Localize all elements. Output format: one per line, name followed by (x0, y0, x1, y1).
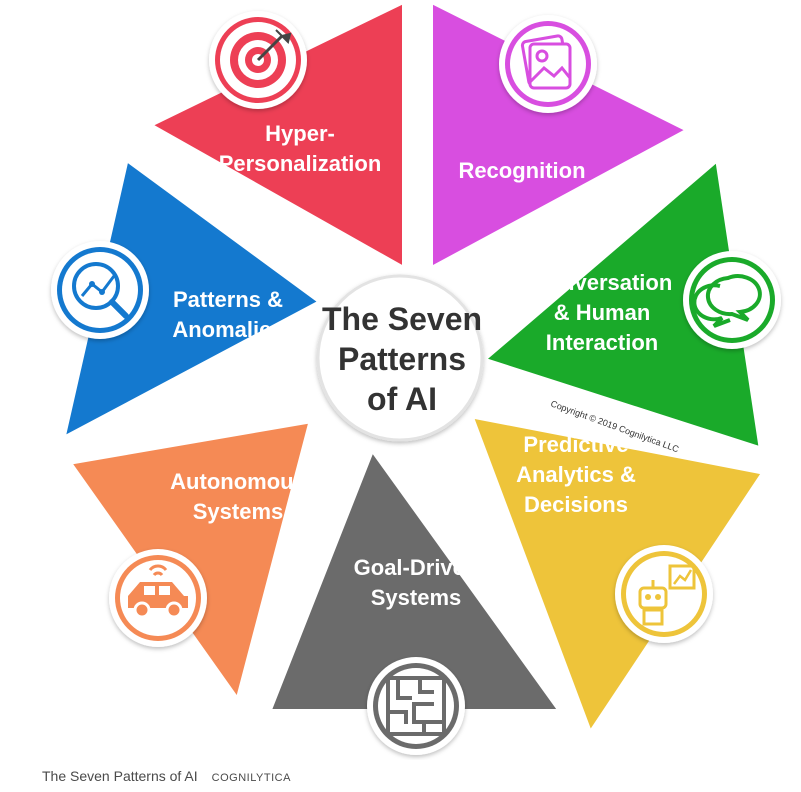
segment-label-line: Hyper- (265, 121, 335, 146)
segment-label-line: & Human (554, 300, 651, 325)
segment-label-line: Recognition (458, 158, 585, 183)
segment-recognition: Recognition (427, 0, 693, 273)
center-circle (316, 274, 484, 442)
robot-chart-icon (615, 545, 713, 643)
autonomous-car-icon (109, 549, 207, 647)
segment-label-line: Decisions (524, 492, 628, 517)
segment-label-line: Systems (371, 585, 462, 610)
segment-label-line: Patterns & (173, 287, 283, 312)
magnifier-graph-icon (51, 241, 149, 339)
center-title-line-3: of AI (367, 381, 437, 417)
segment-label-line: Systems (193, 499, 284, 524)
segment-label-line: Goal-Driven (354, 555, 479, 580)
image-recognition-icon (499, 15, 597, 113)
chat-bubbles-icon (683, 251, 781, 349)
segment-label-line: Anomalies (172, 317, 283, 342)
segment-label-line: Analytics & (516, 462, 636, 487)
target-icon (209, 11, 307, 109)
center-title-line-1: The Seven (322, 301, 482, 337)
caption-title: The Seven Patterns of AI (42, 768, 198, 784)
segment-hyper-personalization: Hyper- Personalization (145, 0, 408, 273)
segment-label-line: Interaction (546, 330, 658, 355)
figure-caption: The Seven Patterns of AI COGNILYTICA (42, 768, 291, 788)
maze-icon (367, 657, 465, 755)
center-title-line-2: Patterns (338, 341, 466, 377)
segment-label-line: Personalization (219, 151, 382, 176)
segment-label-line: Autonomous (170, 469, 306, 494)
caption-credit: COGNILYTICA (211, 772, 291, 784)
segment-patterns-anomalies: Patterns & Anomalies (51, 155, 325, 443)
segment-label-line: Conversation (532, 270, 673, 295)
center-hub: The Seven Patterns of AI (316, 274, 484, 442)
segment-label-line: Predictive (523, 432, 628, 457)
